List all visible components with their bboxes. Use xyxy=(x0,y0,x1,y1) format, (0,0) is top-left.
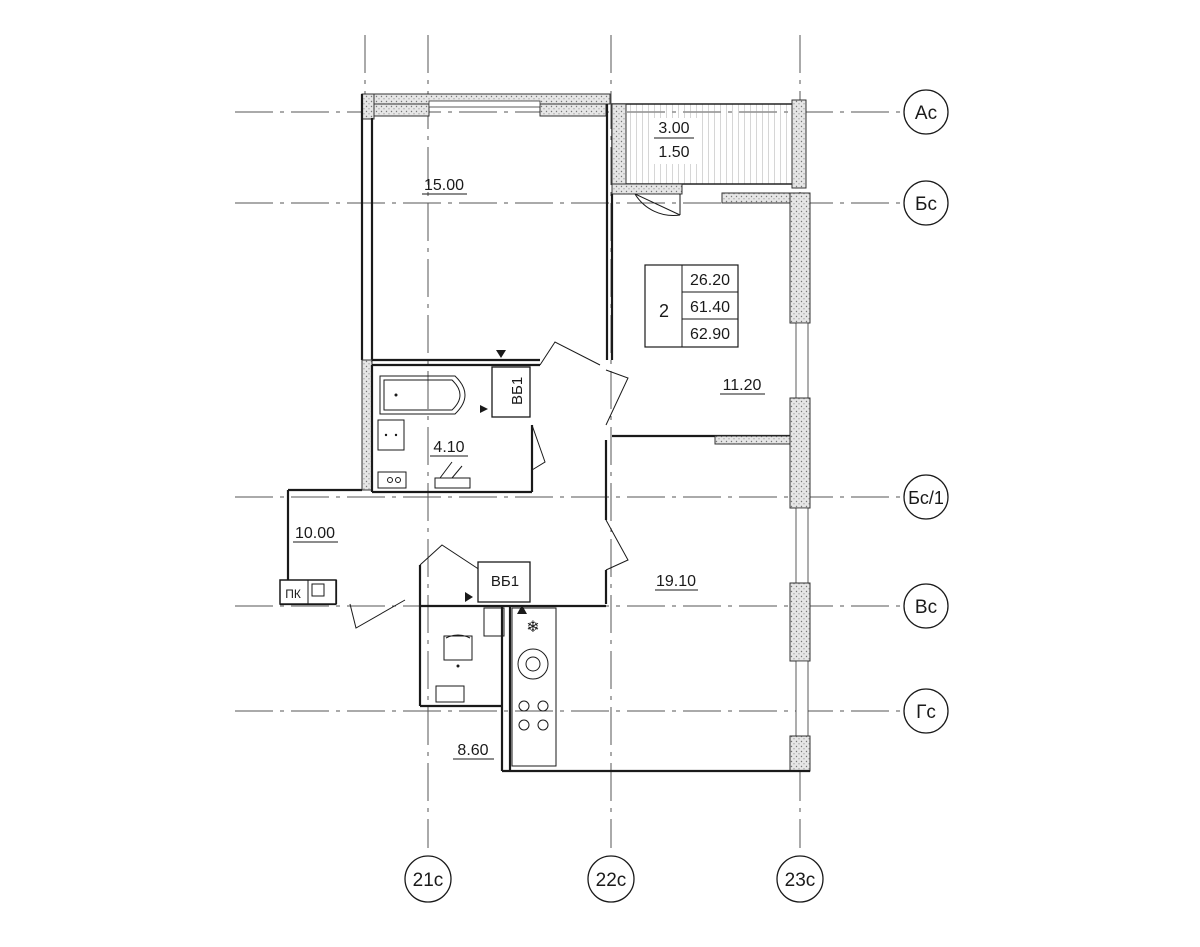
living-area: 26.20 xyxy=(690,272,730,289)
riser-1-arrow-icon xyxy=(496,350,506,358)
riser-shaft-1 xyxy=(491,366,531,418)
balcony-door xyxy=(634,193,681,216)
door-bedroom xyxy=(539,341,601,366)
wall-window-pier-2 xyxy=(539,103,607,117)
stove-burner-icon-2 xyxy=(537,700,549,712)
balcony-door-swing xyxy=(634,193,681,216)
total-area-with-balcony: 62.90 xyxy=(690,326,730,343)
wall-right-pier-1 xyxy=(789,192,811,324)
riser-2-up-arrow-icon xyxy=(517,605,527,614)
wc-washing-machine-icon xyxy=(435,685,465,703)
rooms-count: 2 xyxy=(659,301,669,321)
axis-bubble-gc xyxy=(903,688,949,734)
washing-machine-dial-icon xyxy=(387,477,393,483)
stove-burner-icon-3 xyxy=(518,719,530,731)
door-bathroom xyxy=(531,424,546,471)
wc-fixtures: ВБ1 xyxy=(435,561,531,703)
balcony-wall-bottom xyxy=(611,183,683,195)
window-living-2 xyxy=(795,660,809,737)
axis-label-gc: Гс xyxy=(916,702,936,723)
window-bedroom-2 xyxy=(795,322,809,399)
balcony-label-bg xyxy=(652,118,698,164)
window-bedroom xyxy=(428,100,541,108)
closet-label: ПК xyxy=(285,587,301,601)
riser-1-side-arrow-icon xyxy=(480,405,488,413)
wall-window-pier-1 xyxy=(373,103,430,117)
door-wc xyxy=(419,544,481,571)
kitchen-fixtures: ❄ xyxy=(511,607,557,767)
room-hallway-area: 10.00 xyxy=(295,525,335,542)
axis-bubble-bc1 xyxy=(903,474,949,520)
balcony-wall-left xyxy=(611,103,627,185)
doors xyxy=(349,341,629,629)
window-living-1 xyxy=(795,507,809,584)
bathtub-icon xyxy=(379,375,466,415)
axis-label-23c: 23с xyxy=(785,870,816,891)
balcony-wall-right xyxy=(791,99,807,189)
balcony: 3.00 1.50 xyxy=(611,99,807,216)
axis-bubble-ac xyxy=(903,89,949,135)
total-area: 61.40 xyxy=(690,299,730,316)
sink-icon xyxy=(517,648,549,680)
bathtub-drain-icon xyxy=(394,393,398,397)
toilet-drain-icon xyxy=(456,664,460,668)
axis-label-bc: Бс xyxy=(915,194,937,215)
bathroom-fixtures: ВБ1 xyxy=(377,350,531,489)
toilet-icon xyxy=(443,634,473,661)
balcony-floor xyxy=(611,103,803,185)
stove-burner-icon-4 xyxy=(537,719,549,731)
sink-inner-icon xyxy=(525,656,541,672)
axis-bubble-bc xyxy=(903,180,949,226)
axis-label-22c: 22с xyxy=(596,870,627,891)
interior-walls: ПК xyxy=(279,104,791,771)
bathtub-inner xyxy=(383,379,461,411)
axis-bubble-vc xyxy=(903,583,949,629)
kitchen-counter xyxy=(511,607,557,767)
room-living-area: 19.10 xyxy=(656,573,696,590)
riser-shaft-2 xyxy=(477,561,531,603)
fridge-icon: ❄ xyxy=(526,619,539,636)
exterior-walls xyxy=(360,93,811,773)
door-living xyxy=(605,519,629,571)
apartment-summary: 2 26.20 61.40 62.90 xyxy=(644,264,739,348)
wc-washbasin-icon xyxy=(483,607,505,637)
wall-right-pier-3 xyxy=(789,582,811,662)
axis-label-ac: Ас xyxy=(915,103,937,124)
wall-top-left-corner xyxy=(361,93,375,120)
washbasin-tap-icon xyxy=(384,433,388,437)
washing-machine-dial-icon-2 xyxy=(395,477,401,483)
room-bedroom2-area: 11.20 xyxy=(723,377,762,394)
axis-label-bc1: Бс/1 xyxy=(908,488,944,508)
column-axis-bubbles: 21с 22с 23с xyxy=(404,855,824,903)
riser-shaft-2-label: ВБ1 xyxy=(491,573,519,590)
riser-2-arrow-icon xyxy=(465,592,473,602)
axis-bubble-21c xyxy=(404,855,452,903)
door-bedroom2 xyxy=(605,369,629,426)
axis-bubble-22c xyxy=(587,855,635,903)
axis-label-21c: 21с xyxy=(413,870,444,891)
washbasin-icon xyxy=(377,419,405,451)
washing-machine-icon xyxy=(377,471,407,489)
door-entrance xyxy=(349,599,406,629)
room-bedroom-area: 15.00 xyxy=(424,177,464,194)
wall-bedroom2-bottom-block xyxy=(714,435,791,445)
room-bathroom-area: 4.10 xyxy=(433,439,464,456)
washbasin-tap-icon-2 xyxy=(394,433,398,437)
heated-towel-rail-icon xyxy=(434,461,471,489)
wall-right-pier-4 xyxy=(789,735,811,772)
row-axis-bubbles: Ас Бс Бс/1 Вс Гс xyxy=(903,89,949,734)
balcony-reduced-area: 1.50 xyxy=(658,144,689,161)
axis-bubble-23c xyxy=(776,855,824,903)
riser-shaft-1-label: ВБ1 xyxy=(509,377,526,405)
wall-right-pier-2 xyxy=(789,397,811,509)
balcony-area: 3.00 xyxy=(658,120,689,137)
closet-icon xyxy=(311,583,325,597)
axis-label-vc: Вс xyxy=(915,597,937,618)
stove-burner-icon-1 xyxy=(518,700,530,712)
summary-box xyxy=(644,264,739,348)
wall-left-bath xyxy=(361,359,373,491)
room-kitchen-area: 8.60 xyxy=(457,742,488,759)
room-labels: 15.00 11.20 4.10 10.00 19.10 8.60 xyxy=(293,177,765,760)
